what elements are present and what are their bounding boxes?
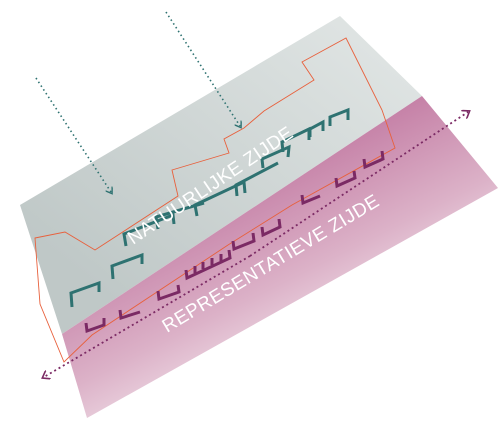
representative-unit — [84, 318, 106, 334]
representative-zone-band — [62, 96, 498, 418]
representative-unit — [362, 150, 385, 170]
representative-units — [84, 150, 385, 334]
wind-arrow-right — [165, 11, 240, 126]
natural-zone-band — [20, 16, 422, 334]
representative-unit — [184, 249, 232, 281]
axis-arrow-end — [249, 112, 468, 257]
representative-unit — [334, 170, 357, 189]
representative-unit — [300, 194, 321, 206]
site-outline — [34, 37, 396, 363]
natural-units — [69, 107, 350, 308]
natural-unit — [69, 280, 101, 308]
natural-unit — [110, 252, 144, 280]
natural-unit — [234, 161, 279, 197]
wind-arrow-left — [35, 77, 111, 192]
natural-unit — [193, 179, 247, 217]
natural-unit — [308, 119, 325, 137]
representative-unit — [118, 309, 141, 320]
representative-unit — [260, 218, 282, 238]
natural-unit — [122, 212, 176, 247]
natural-unit — [260, 144, 291, 169]
representative-unit — [231, 232, 256, 252]
natural-unit — [328, 107, 350, 126]
natural-unit — [154, 201, 205, 230]
representative-unit — [156, 284, 181, 302]
